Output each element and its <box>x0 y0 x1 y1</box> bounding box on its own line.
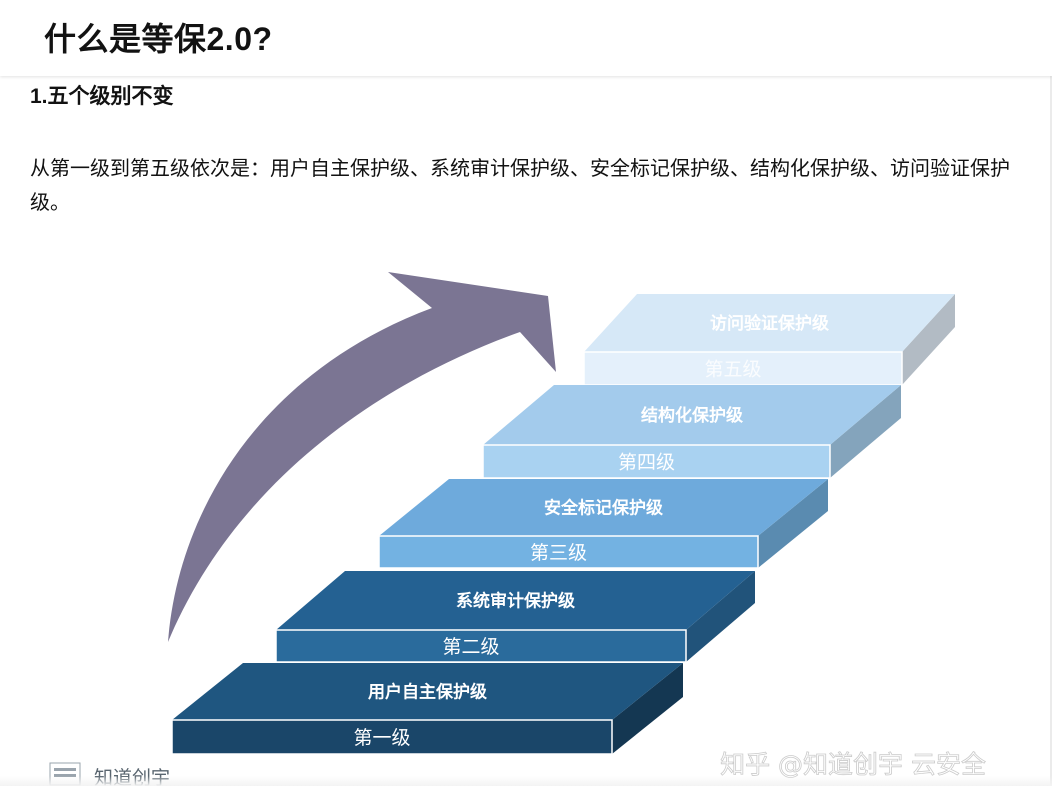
step-title-label: 安全标记保护级 <box>544 498 663 519</box>
page-title: 什么是等保2.0? <box>44 18 273 60</box>
step-level-label: 第二级 <box>442 636 499 658</box>
title-bar: 什么是等保2.0? <box>0 0 1052 76</box>
step-title-label: 访问验证保护级 <box>710 313 829 334</box>
step-level-label: 第四级 <box>618 452 675 474</box>
watermark-text: 知乎 @知道创宇 云安全 <box>720 750 986 779</box>
step-level-label: 第一级 <box>353 727 410 749</box>
step-title-label: 结构化保护级 <box>641 405 743 426</box>
step-level-label: 第三级 <box>530 542 587 564</box>
step-title-label: 用户自主保护级 <box>368 682 487 703</box>
section-heading: 1.五个级别不变 <box>30 80 1020 114</box>
step-level-label: 第五级 <box>704 359 761 381</box>
logo-icon-line <box>54 768 76 771</box>
scroll-fade <box>0 776 1052 786</box>
article-paragraph: 从第一级到第五级依次是：用户自主保护级、系统审计保护级、安全标记保护级、结构化保… <box>30 152 1020 220</box>
article-body: 1.五个级别不变 从第一级到第五级依次是：用户自主保护级、系统审计保护级、安全标… <box>30 76 1020 220</box>
staircase-diagram: 访问验证保护级第五级结构化保护级第四级安全标记保护级第三级系统审计保护级第二级用… <box>0 212 1052 786</box>
security-levels-figure: 访问验证保护级第五级结构化保护级第四级安全标记保护级第三级系统审计保护级第二级用… <box>0 212 1052 786</box>
step-title-label: 系统审计保护级 <box>456 591 575 612</box>
